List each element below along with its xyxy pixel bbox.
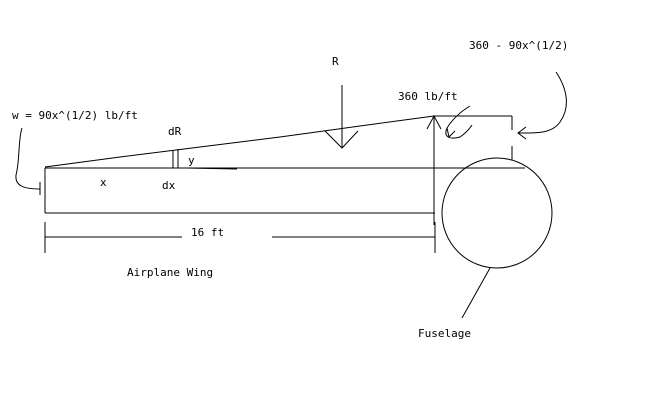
- resultant-label: R: [332, 55, 339, 68]
- differential-resultant-label: dR: [168, 125, 182, 138]
- wing-beam: [44, 167, 525, 214]
- end-load-pointer: [445, 105, 473, 139]
- end-load-pointer-head: [446, 127, 456, 138]
- w-pointer-arrow: [15, 127, 41, 190]
- fuselage-caption: Fuselage: [418, 327, 471, 340]
- x-label: x: [100, 176, 107, 189]
- load-curve: [44, 115, 435, 168]
- fuselage-circle: [441, 157, 553, 269]
- y-baseline-mark: [185, 167, 238, 170]
- fuselage-pointer: [461, 267, 491, 319]
- distributed-load-label: w = 90x^(1/2) lb/ft: [12, 109, 138, 122]
- end-load-label: 360 lb/ft: [398, 90, 458, 103]
- resultant-arrow: [324, 85, 359, 149]
- end-load-arrow: [426, 114, 442, 225]
- remaining-load-pointer-head: [517, 126, 527, 140]
- remaining-load-pointer: [517, 71, 567, 134]
- differential-strip: [172, 149, 179, 168]
- remaining-load-label: 360 - 90x^(1/2): [469, 39, 568, 52]
- y-label: y: [188, 154, 195, 167]
- wing-caption: Airplane Wing: [127, 266, 213, 279]
- dx-label: dx: [162, 179, 176, 192]
- length-dimension: [44, 222, 436, 253]
- length-label: 16 ft: [191, 226, 224, 239]
